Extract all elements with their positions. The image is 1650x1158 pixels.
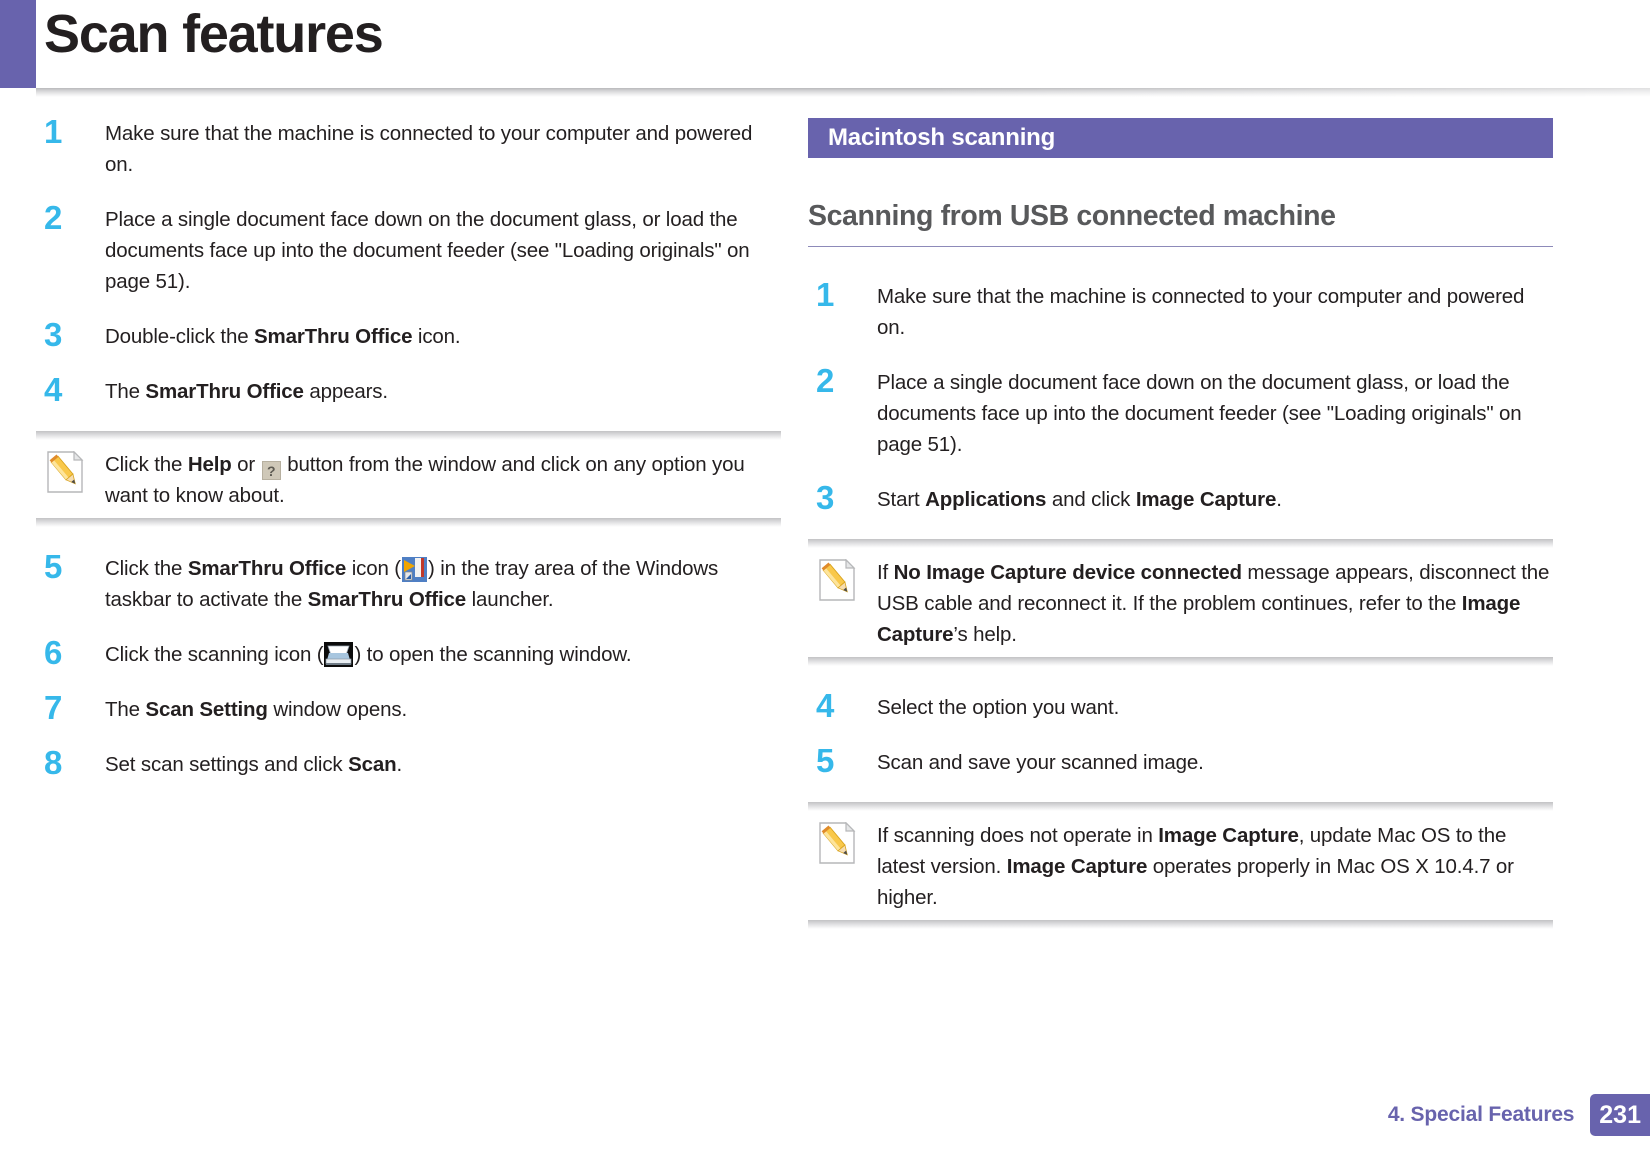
note-text: If scanning does not operate in Image Ca… bbox=[877, 824, 1514, 909]
left-column: 1 Make sure that the machine is connected… bbox=[36, 113, 781, 804]
step-number: 3 bbox=[44, 316, 62, 353]
subheading-block: Scanning from USB connected machine bbox=[808, 200, 1553, 247]
page-title: Scan features bbox=[44, 4, 384, 64]
emphasis-text: Image Capture bbox=[1006, 855, 1148, 878]
emphasis-text: No Image Capture device connected bbox=[893, 561, 1242, 584]
numbered-step: 5 Scan and save your scanned image. bbox=[808, 742, 1553, 779]
numbered-step: 4 The SmarThru Office appears. bbox=[36, 371, 781, 408]
section-banner-macintosh-scanning: Macintosh scanning bbox=[808, 118, 1553, 158]
step-text: Set scan settings and click Scan. bbox=[105, 753, 403, 776]
numbered-step: 3 Start Applications and click Image Capt… bbox=[808, 479, 1553, 516]
step-number: 5 bbox=[44, 548, 62, 585]
numbered-step: 4 Select the option you want. bbox=[808, 687, 1553, 724]
emphasis-text: Scan Setting bbox=[145, 698, 268, 721]
emphasis-text: SmarThru Office bbox=[254, 325, 413, 348]
smarthru-office-tray-icon[interactable] bbox=[401, 557, 427, 582]
footer-chapter-label: 4. Special Features bbox=[1387, 1103, 1575, 1126]
numbered-step: 7 The Scan Setting window opens. bbox=[36, 689, 781, 726]
note-pencil-icon bbox=[46, 450, 84, 493]
step-text: Select the option you want. bbox=[877, 696, 1120, 719]
emphasis-text: Image Capture bbox=[1135, 488, 1277, 511]
step-text: Make sure that the machine is connected … bbox=[105, 122, 753, 176]
step-text: The Scan Setting window opens. bbox=[105, 698, 408, 721]
emphasis-text: Scan bbox=[348, 753, 397, 776]
step-text: Make sure that the machine is connected … bbox=[877, 285, 1525, 339]
page-footer: 4. Special Features 231 bbox=[1388, 1094, 1650, 1136]
emphasis-text: Applications bbox=[925, 488, 1047, 511]
note-callout-no-device: If No Image Capture device connected mes… bbox=[808, 539, 1553, 666]
header-divider-fade bbox=[36, 88, 1650, 97]
note-pencil-icon bbox=[818, 821, 856, 864]
step-number: 5 bbox=[816, 742, 834, 779]
subheading-label: Scanning from USB connected machine bbox=[808, 200, 1336, 232]
step-number: 1 bbox=[44, 113, 62, 150]
step-text: The SmarThru Office appears. bbox=[105, 380, 388, 403]
step-number: 7 bbox=[44, 689, 62, 726]
step-number: 4 bbox=[816, 687, 834, 724]
scanner-icon[interactable] bbox=[324, 642, 354, 667]
step-text: Place a single document face down on the… bbox=[877, 371, 1522, 456]
step-text: Place a single document face down on the… bbox=[105, 208, 750, 293]
numbered-step: 1 Make sure that the machine is connected… bbox=[808, 276, 1553, 343]
page-header: Scan features bbox=[0, 0, 1650, 97]
subheading-divider bbox=[808, 246, 1553, 247]
step-text: Start Applications and click Image Captu… bbox=[877, 488, 1282, 511]
emphasis-text: SmarThru Office bbox=[187, 557, 347, 580]
note-text: Click the Help or ? button from the wind… bbox=[105, 453, 745, 507]
note-callout-mac-os-version: If scanning does not operate in Image Ca… bbox=[808, 802, 1553, 929]
left-step-list-top: 1 Make sure that the machine is connected… bbox=[36, 113, 781, 408]
left-step-list-bottom: 5 Click the SmarThru Office icon () in th… bbox=[36, 548, 781, 781]
numbered-step: 3 Double-click the SmarThru Office icon. bbox=[36, 316, 781, 353]
emphasis-text: Image Capture bbox=[877, 592, 1521, 646]
numbered-step: 2 Place a single document face down on th… bbox=[808, 362, 1553, 460]
numbered-step: 8 Set scan settings and click Scan. bbox=[36, 744, 781, 781]
numbered-step: 2 Place a single document face down on th… bbox=[36, 199, 781, 297]
numbered-step: 1 Make sure that the machine is connected… bbox=[36, 113, 781, 180]
note-callout-help: Click the Help or ? button from the wind… bbox=[36, 431, 781, 527]
step-number: 3 bbox=[816, 479, 834, 516]
step-text: Scan and save your scanned image. bbox=[877, 751, 1204, 774]
step-number: 8 bbox=[44, 744, 62, 781]
help-question-icon[interactable]: ? bbox=[261, 461, 281, 480]
footer-page-number: 231 bbox=[1590, 1094, 1650, 1136]
right-step-list-first: 1 Make sure that the machine is connected… bbox=[808, 276, 1553, 516]
note-pencil-icon bbox=[818, 558, 856, 601]
step-text: Click the scanning icon () to open the s… bbox=[105, 642, 632, 667]
emphasis-text: Image Capture bbox=[1158, 824, 1299, 847]
right-step-list-second: 4 Select the option you want. 5 Scan and sa… bbox=[808, 687, 1553, 779]
header-purple-bar bbox=[0, 0, 36, 88]
step-number: 4 bbox=[44, 371, 62, 408]
emphasis-text: SmarThru Office bbox=[145, 380, 304, 403]
emphasis-text: SmarThru Office bbox=[307, 588, 467, 611]
step-number: 1 bbox=[816, 276, 834, 313]
note-text: If No Image Capture device connected mes… bbox=[877, 561, 1550, 646]
numbered-step: 5 Click the SmarThru Office icon () in th… bbox=[36, 548, 781, 615]
section-banner-label: Macintosh scanning bbox=[828, 124, 1056, 151]
step-number: 2 bbox=[816, 362, 834, 399]
step-number: 6 bbox=[44, 634, 62, 671]
step-text: Click the SmarThru Office icon () in the… bbox=[105, 557, 719, 611]
step-text: Double-click the SmarThru Office icon. bbox=[105, 325, 461, 348]
numbered-step: 6 Click the scanning icon () to open the … bbox=[36, 634, 781, 671]
right-column: Macintosh scanning Scanning from USB con… bbox=[808, 118, 1553, 955]
emphasis-text: Help bbox=[187, 453, 232, 476]
step-number: 2 bbox=[44, 199, 62, 236]
